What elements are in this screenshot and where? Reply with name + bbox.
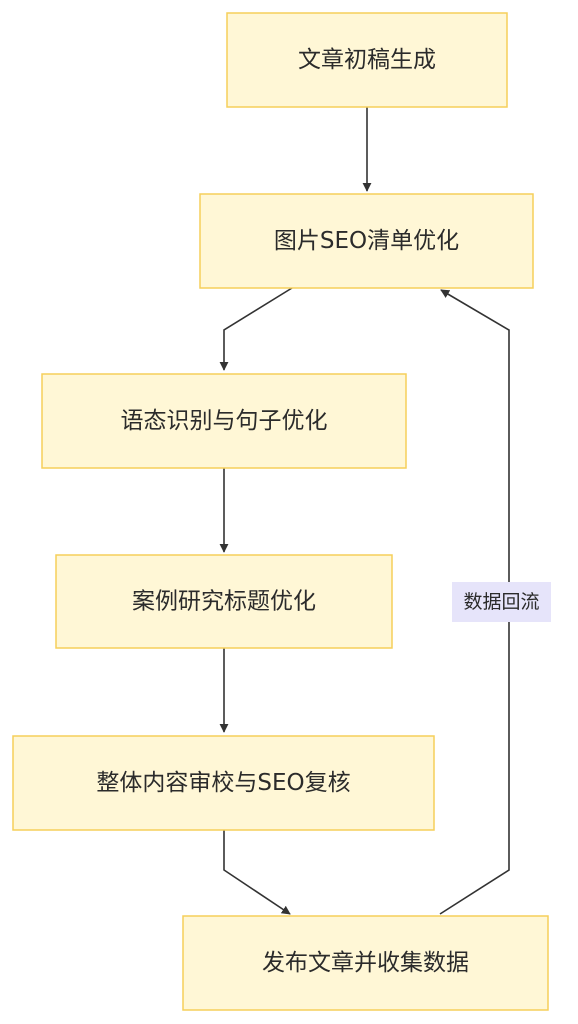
node-review-box	[12, 735, 435, 831]
node-tone-label: 语态识别与句子优化	[121, 408, 328, 434]
node-publish[interactable]: 发布文章并收集数据	[182, 915, 549, 1011]
edge-label-background	[452, 582, 551, 622]
node-publish-label: 发布文章并收集数据	[262, 950, 469, 976]
node-draft-label: 文章初稿生成	[298, 47, 436, 73]
node-image-seo-label: 图片SEO清单优化	[274, 228, 459, 254]
node-case-study-box	[55, 554, 393, 649]
edge-image-seo-to-tone	[219, 287, 293, 371]
node-image-seo[interactable]: 图片SEO清单优化	[199, 193, 534, 289]
node-publish-box	[182, 915, 549, 1011]
node-draft[interactable]: 文章初稿生成	[226, 12, 508, 108]
node-tone[interactable]: 语态识别与句子优化	[41, 373, 407, 469]
edge-review-to-publish	[223, 830, 291, 915]
feedback-edge-label: 数据回流	[452, 582, 551, 622]
node-image-seo-box	[199, 193, 534, 289]
node-case-study[interactable]: 案例研究标题优化	[55, 554, 393, 649]
node-review[interactable]: 整体内容审校与SEO复核	[12, 735, 435, 831]
edge-label-text: 数据回流	[463, 591, 539, 613]
node-tone-box	[41, 373, 407, 469]
node-draft-box	[226, 12, 508, 108]
node-case-study-label: 案例研究标题优化	[132, 589, 316, 615]
node-review-label: 整体内容审校与SEO复核	[96, 770, 350, 796]
